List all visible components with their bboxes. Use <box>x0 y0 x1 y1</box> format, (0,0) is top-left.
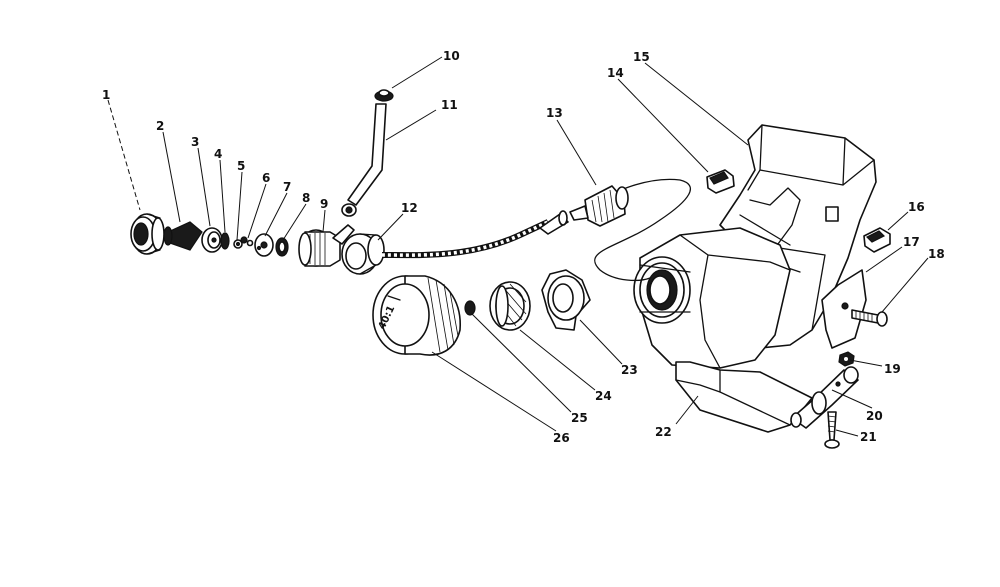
callout-13: 13 <box>546 106 563 120</box>
part-13-fuel-filter <box>569 185 629 227</box>
callout-6: 6 <box>262 171 270 185</box>
part-5-ring <box>233 239 243 249</box>
callout-26: 26 <box>553 431 570 445</box>
callout-20: 20 <box>866 409 883 423</box>
callout-19: 19 <box>884 362 901 376</box>
callout-16: 16 <box>908 200 925 214</box>
part-11-vent-hose <box>341 103 387 217</box>
part-6-clip <box>240 236 254 247</box>
part-23-gasket <box>541 269 591 331</box>
part-9-outlet-fitting <box>298 224 355 267</box>
part-25-oring <box>464 300 476 316</box>
part-21-screw <box>824 411 840 449</box>
callout-1: 1 <box>102 88 110 102</box>
fuel-line <box>381 178 692 282</box>
part-16-rubber-pad <box>863 227 891 253</box>
callout-11: 11 <box>441 98 458 112</box>
callout-21: 21 <box>860 430 877 444</box>
part-18-screw <box>851 309 888 327</box>
callout-3: 3 <box>191 135 199 149</box>
callout-4: 4 <box>214 147 222 161</box>
part-26-fuel-cap: 40:1 <box>372 275 461 356</box>
callout-25: 25 <box>571 411 588 425</box>
callout-18: 18 <box>928 247 945 261</box>
callout-17: 17 <box>903 235 920 249</box>
callout-9: 9 <box>320 197 328 211</box>
part-8-oring <box>275 237 289 257</box>
part-3-cap <box>201 227 223 253</box>
callout-14: 14 <box>607 66 624 80</box>
callout-24: 24 <box>595 389 612 403</box>
callout-10: 10 <box>443 49 460 63</box>
part-12-hose-grommet <box>341 233 385 275</box>
part-1-grommet <box>130 213 165 255</box>
part-4-washer <box>220 232 230 250</box>
part-10-cap <box>374 89 394 102</box>
callout-12: 12 <box>401 201 418 215</box>
callout-2: 2 <box>156 119 164 133</box>
part-2-filter-cone <box>163 221 203 251</box>
part-7-disc <box>254 233 274 257</box>
part-24-strainer <box>489 281 531 331</box>
callout-8: 8 <box>302 191 310 205</box>
callout-5: 5 <box>237 159 245 173</box>
callout-23: 23 <box>621 363 638 377</box>
part-19-nut <box>838 351 855 367</box>
callout-7: 7 <box>283 180 291 194</box>
callout-22: 22 <box>655 425 672 439</box>
part-20-pin <box>790 366 859 429</box>
callout-15: 15 <box>633 50 650 64</box>
tank-filler-neck <box>633 256 691 324</box>
part-14-rubber-pad <box>706 169 735 194</box>
callout-numbers: 1 2 3 4 5 6 7 8 9 10 11 12 13 14 15 16 1… <box>102 49 945 445</box>
callout-lines <box>107 56 929 437</box>
mount-tab <box>825 206 839 222</box>
